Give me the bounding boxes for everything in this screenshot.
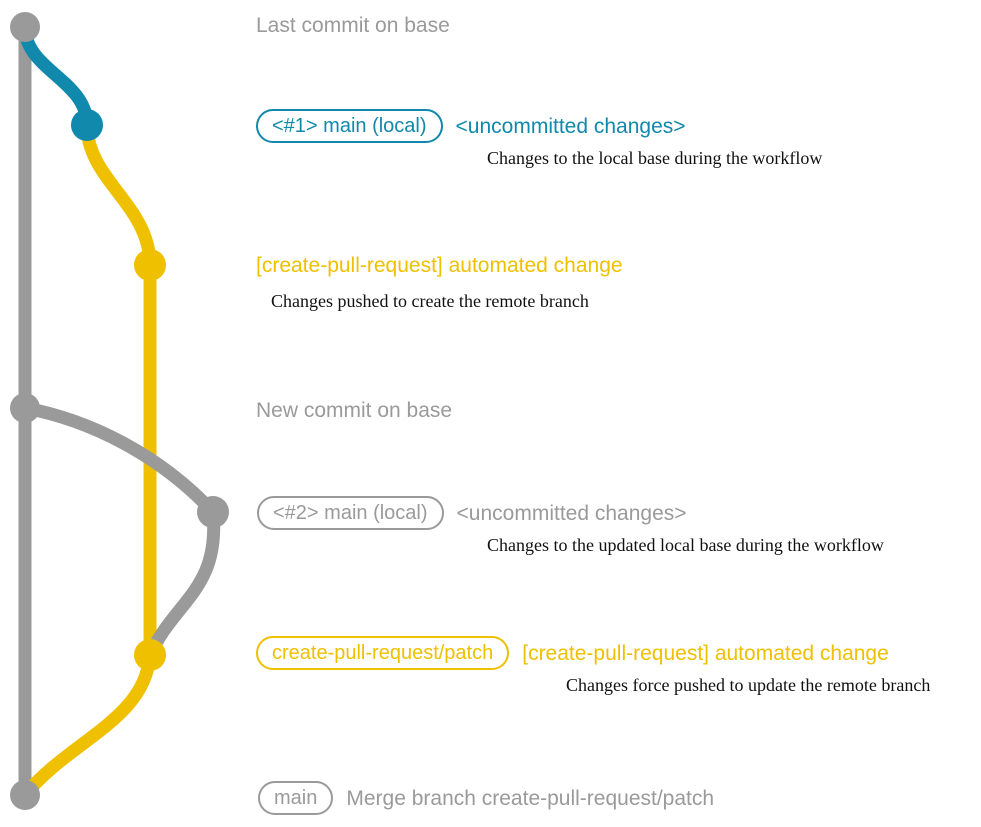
- row-description-local-commit-2: Changes to the updated local base during…: [487, 535, 884, 555]
- local-to-patch-line: [143, 505, 221, 662]
- branch-badge-create-pull-request-patch[interactable]: create-pull-request/patch: [256, 636, 510, 670]
- branch-badge-main-local-2[interactable]: <#2> main (local): [257, 496, 444, 530]
- patch-branch-line-1: [80, 118, 157, 272]
- badge-line: main Merge branch create-pull-request/pa…: [258, 781, 714, 815]
- row-description-patch-commit-2: Changes force pushed to update the remot…: [566, 675, 931, 695]
- row-local-commit-2: <#2> main (local) <uncommitted changes>: [257, 496, 687, 530]
- commit-node-local-1[interactable]: [71, 109, 103, 141]
- commit-node-patch-2[interactable]: [134, 639, 166, 671]
- local-branch-line-2: [18, 401, 220, 519]
- row-patch-commit-1: [create-pull-request] automated change: [256, 253, 623, 278]
- patch-merge-line: [18, 648, 157, 802]
- row-new-commit-on-base: New commit on base: [256, 398, 452, 423]
- row-patch-commit-2: create-pull-request/patch [create-pull-r…: [256, 636, 889, 670]
- row-last-commit-on-base: Last commit on base: [256, 13, 450, 38]
- branch-badge-main-local-1[interactable]: <#1> main (local): [256, 109, 443, 143]
- commit-message: <uncommitted changes>: [455, 114, 686, 138]
- badge-line: <#1> main (local) <uncommitted changes>: [256, 109, 686, 143]
- row-description-local-commit-1: Changes to the local base during the wor…: [487, 148, 823, 168]
- row-label: Last commit on base: [256, 14, 450, 37]
- row-label: New commit on base: [256, 399, 453, 422]
- commit-node-base-new[interactable]: [10, 393, 40, 423]
- commit-node-patch-1[interactable]: [134, 249, 166, 281]
- commit-message: Merge branch create-pull-request/patch: [346, 786, 715, 810]
- commit-message: <uncommitted changes>: [456, 501, 687, 525]
- badge-line: <#2> main (local) <uncommitted changes>: [257, 496, 687, 530]
- commit-node-local-2[interactable]: [197, 496, 229, 528]
- badge-line: [create-pull-request] automated change: [256, 253, 623, 278]
- commit-message: [create-pull-request] automated change: [256, 254, 623, 277]
- row-local-commit-1: <#1> main (local) <uncommitted changes>: [256, 109, 686, 143]
- row-description-patch-commit-1: Changes pushed to create the remote bran…: [271, 291, 589, 311]
- branch-badge-main[interactable]: main: [258, 781, 334, 815]
- commit-node-merge[interactable]: [10, 780, 40, 810]
- commit-message: [create-pull-request] automated change: [522, 641, 889, 665]
- row-merge-commit: main Merge branch create-pull-request/pa…: [258, 781, 714, 815]
- badge-line: create-pull-request/patch [create-pull-r…: [256, 636, 889, 670]
- commit-node-base-last[interactable]: [10, 12, 40, 42]
